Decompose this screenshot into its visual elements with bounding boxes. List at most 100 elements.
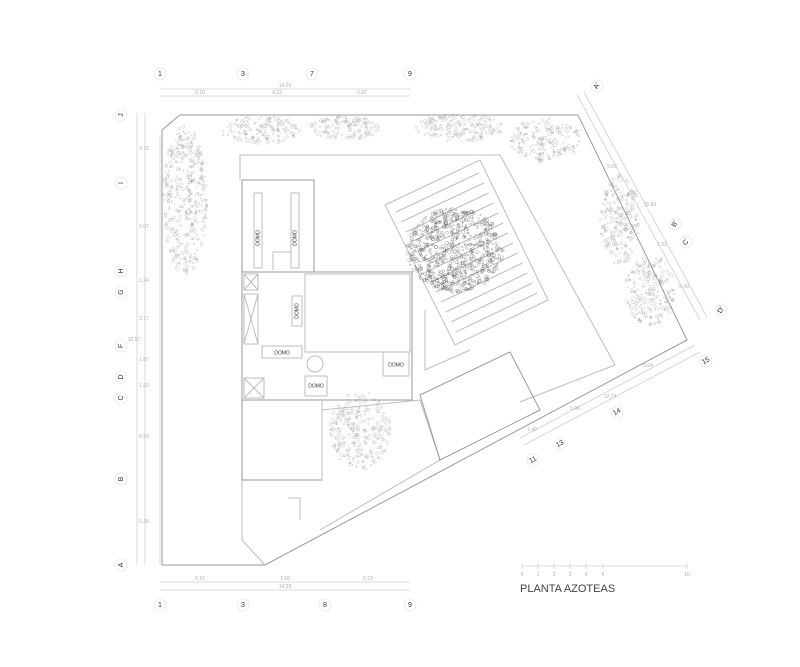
skylight-1 (253, 192, 263, 269)
domo-label: DOMO (255, 230, 261, 246)
dim: 5.28 (139, 519, 149, 525)
scale-label: 0 (521, 572, 524, 578)
grid-axis-marker: C' (679, 235, 693, 249)
shaft-2-cross2 (243, 293, 259, 345)
grid-axis-marker: 15 (699, 354, 713, 368)
round-skylight (306, 355, 324, 373)
domo-label: DOMO (274, 350, 290, 356)
grid-axis-marker: 7 (305, 67, 319, 81)
right-dimensions: 9.62 15.86 1.32 5.49 1.40 5.90 12.74 8.0… (519, 91, 708, 446)
grid-axis-marker: 3 (236, 598, 250, 612)
shaft-3-cross2 (243, 377, 265, 399)
scale-label: 3 (569, 572, 572, 578)
grid-axis-label: 13 (555, 439, 565, 449)
shaft-1-cross2 (243, 273, 259, 291)
domo-label: DOMO (292, 230, 298, 246)
grid-axis-label: 9 (408, 602, 412, 609)
grid-axis-marker: 1 (153, 598, 167, 612)
domo-label: DOMO (308, 383, 324, 389)
dim: 6.23 (363, 576, 373, 582)
grid-axis-label: 3 (241, 602, 245, 609)
block-south (241, 399, 323, 481)
dim: 1.24 (139, 278, 149, 284)
dim: 5.07 (139, 224, 149, 230)
block-center (241, 271, 413, 401)
left-dimensions: 4.18 5.07 1.24 2.17 1.87 1.32 4.99 5.28 … (128, 113, 161, 565)
grid-axis-marker: G (114, 285, 128, 299)
grid-axis-label: 1 (158, 602, 162, 609)
inner-diagonal-line (519, 364, 616, 403)
stair-line (272, 251, 291, 270)
grid-axis-marker: A (114, 558, 128, 572)
grid-axis-label: G (118, 289, 125, 294)
dim: 1.87 (139, 357, 149, 363)
dim: 1.40 (527, 427, 537, 433)
grid-axis-label: A' (593, 82, 602, 91)
tree (406, 207, 505, 294)
grid-axis-label: J (118, 113, 125, 117)
dim: 6.10 (195, 576, 205, 582)
grid-axis-label: C' (682, 238, 691, 247)
domo-label: DOMO (388, 362, 404, 368)
skylight-4 (261, 345, 303, 359)
grid-axis-marker: D (114, 370, 128, 384)
grid-axis-marker: H (114, 264, 128, 278)
dim: 2.17 (139, 316, 149, 322)
grid-axis-marker: B' (668, 217, 682, 231)
drawing-title: PLANTA AZOTEAS (520, 583, 615, 595)
grid-axis-marker: B (114, 472, 128, 486)
site-boundary (161, 114, 688, 566)
grid-axis-marker: 3 (236, 67, 250, 81)
scale-label: 2 (553, 572, 556, 578)
grid-axis-label: 9 (408, 71, 412, 78)
dim: 1.32 (657, 242, 667, 248)
grid-axis-marker: D' (714, 303, 728, 317)
grid-axis-marker: F (114, 339, 128, 353)
dim: 10.67 (128, 337, 141, 343)
shaft-1 (243, 273, 259, 291)
dim: 4.23 (272, 90, 282, 96)
dim: 6.10 (195, 90, 205, 96)
domo-label: DOMO (294, 303, 300, 319)
grid-axis-marker: 1 (153, 67, 167, 81)
grid-axis-label: 3 (241, 71, 245, 78)
dim: 8.04 (643, 363, 653, 369)
grid-axis-marker: J (114, 108, 128, 122)
grid-axis-marker: 13 (553, 437, 567, 451)
block-east (419, 351, 541, 461)
grid-axis-label: B (118, 476, 125, 481)
dim-total: 14.29 (279, 83, 292, 89)
dim: 5.90 (570, 406, 580, 412)
skylight-2 (290, 192, 300, 269)
scale-label: 4 (585, 572, 588, 578)
dim: 4.18 (139, 146, 149, 152)
grid-axis-marker: 9 (403, 67, 417, 81)
grid-axis-label: 7 (310, 71, 314, 78)
dim: 12.74 (604, 394, 617, 400)
grid-axis-label: B' (671, 220, 680, 229)
scale-label: 10 (684, 572, 690, 578)
court-triangle (319, 399, 441, 531)
pergola-wall (424, 310, 471, 371)
south-wall-2 (288, 497, 301, 520)
shaft-2 (243, 293, 259, 345)
grid-axis-marker: 14 (610, 405, 624, 419)
grid-axis-label: D' (717, 306, 726, 315)
grid-axis-marker: 11 (526, 453, 540, 467)
grid-axis-label: I (118, 182, 125, 184)
skylight-3 (291, 295, 303, 327)
dim: 5.49 (679, 284, 689, 290)
dim-total: 14.29 (279, 584, 292, 590)
skylight-5 (382, 351, 410, 377)
grid-axis-label: H (118, 268, 125, 273)
grid-axis-marker: 8 (318, 598, 332, 612)
grid-axis-label: 11 (528, 455, 538, 465)
top-dimensions: 14.29 6.10 4.23 6.97 (160, 83, 410, 97)
dim: 15.86 (644, 202, 657, 208)
grid-axis-label: A (118, 562, 125, 567)
grid-axis-label: D (118, 374, 125, 379)
vegetation-texture (162, 113, 676, 470)
grid-axis-label: F (118, 344, 125, 348)
grid-axis-label: 8 (323, 602, 327, 609)
